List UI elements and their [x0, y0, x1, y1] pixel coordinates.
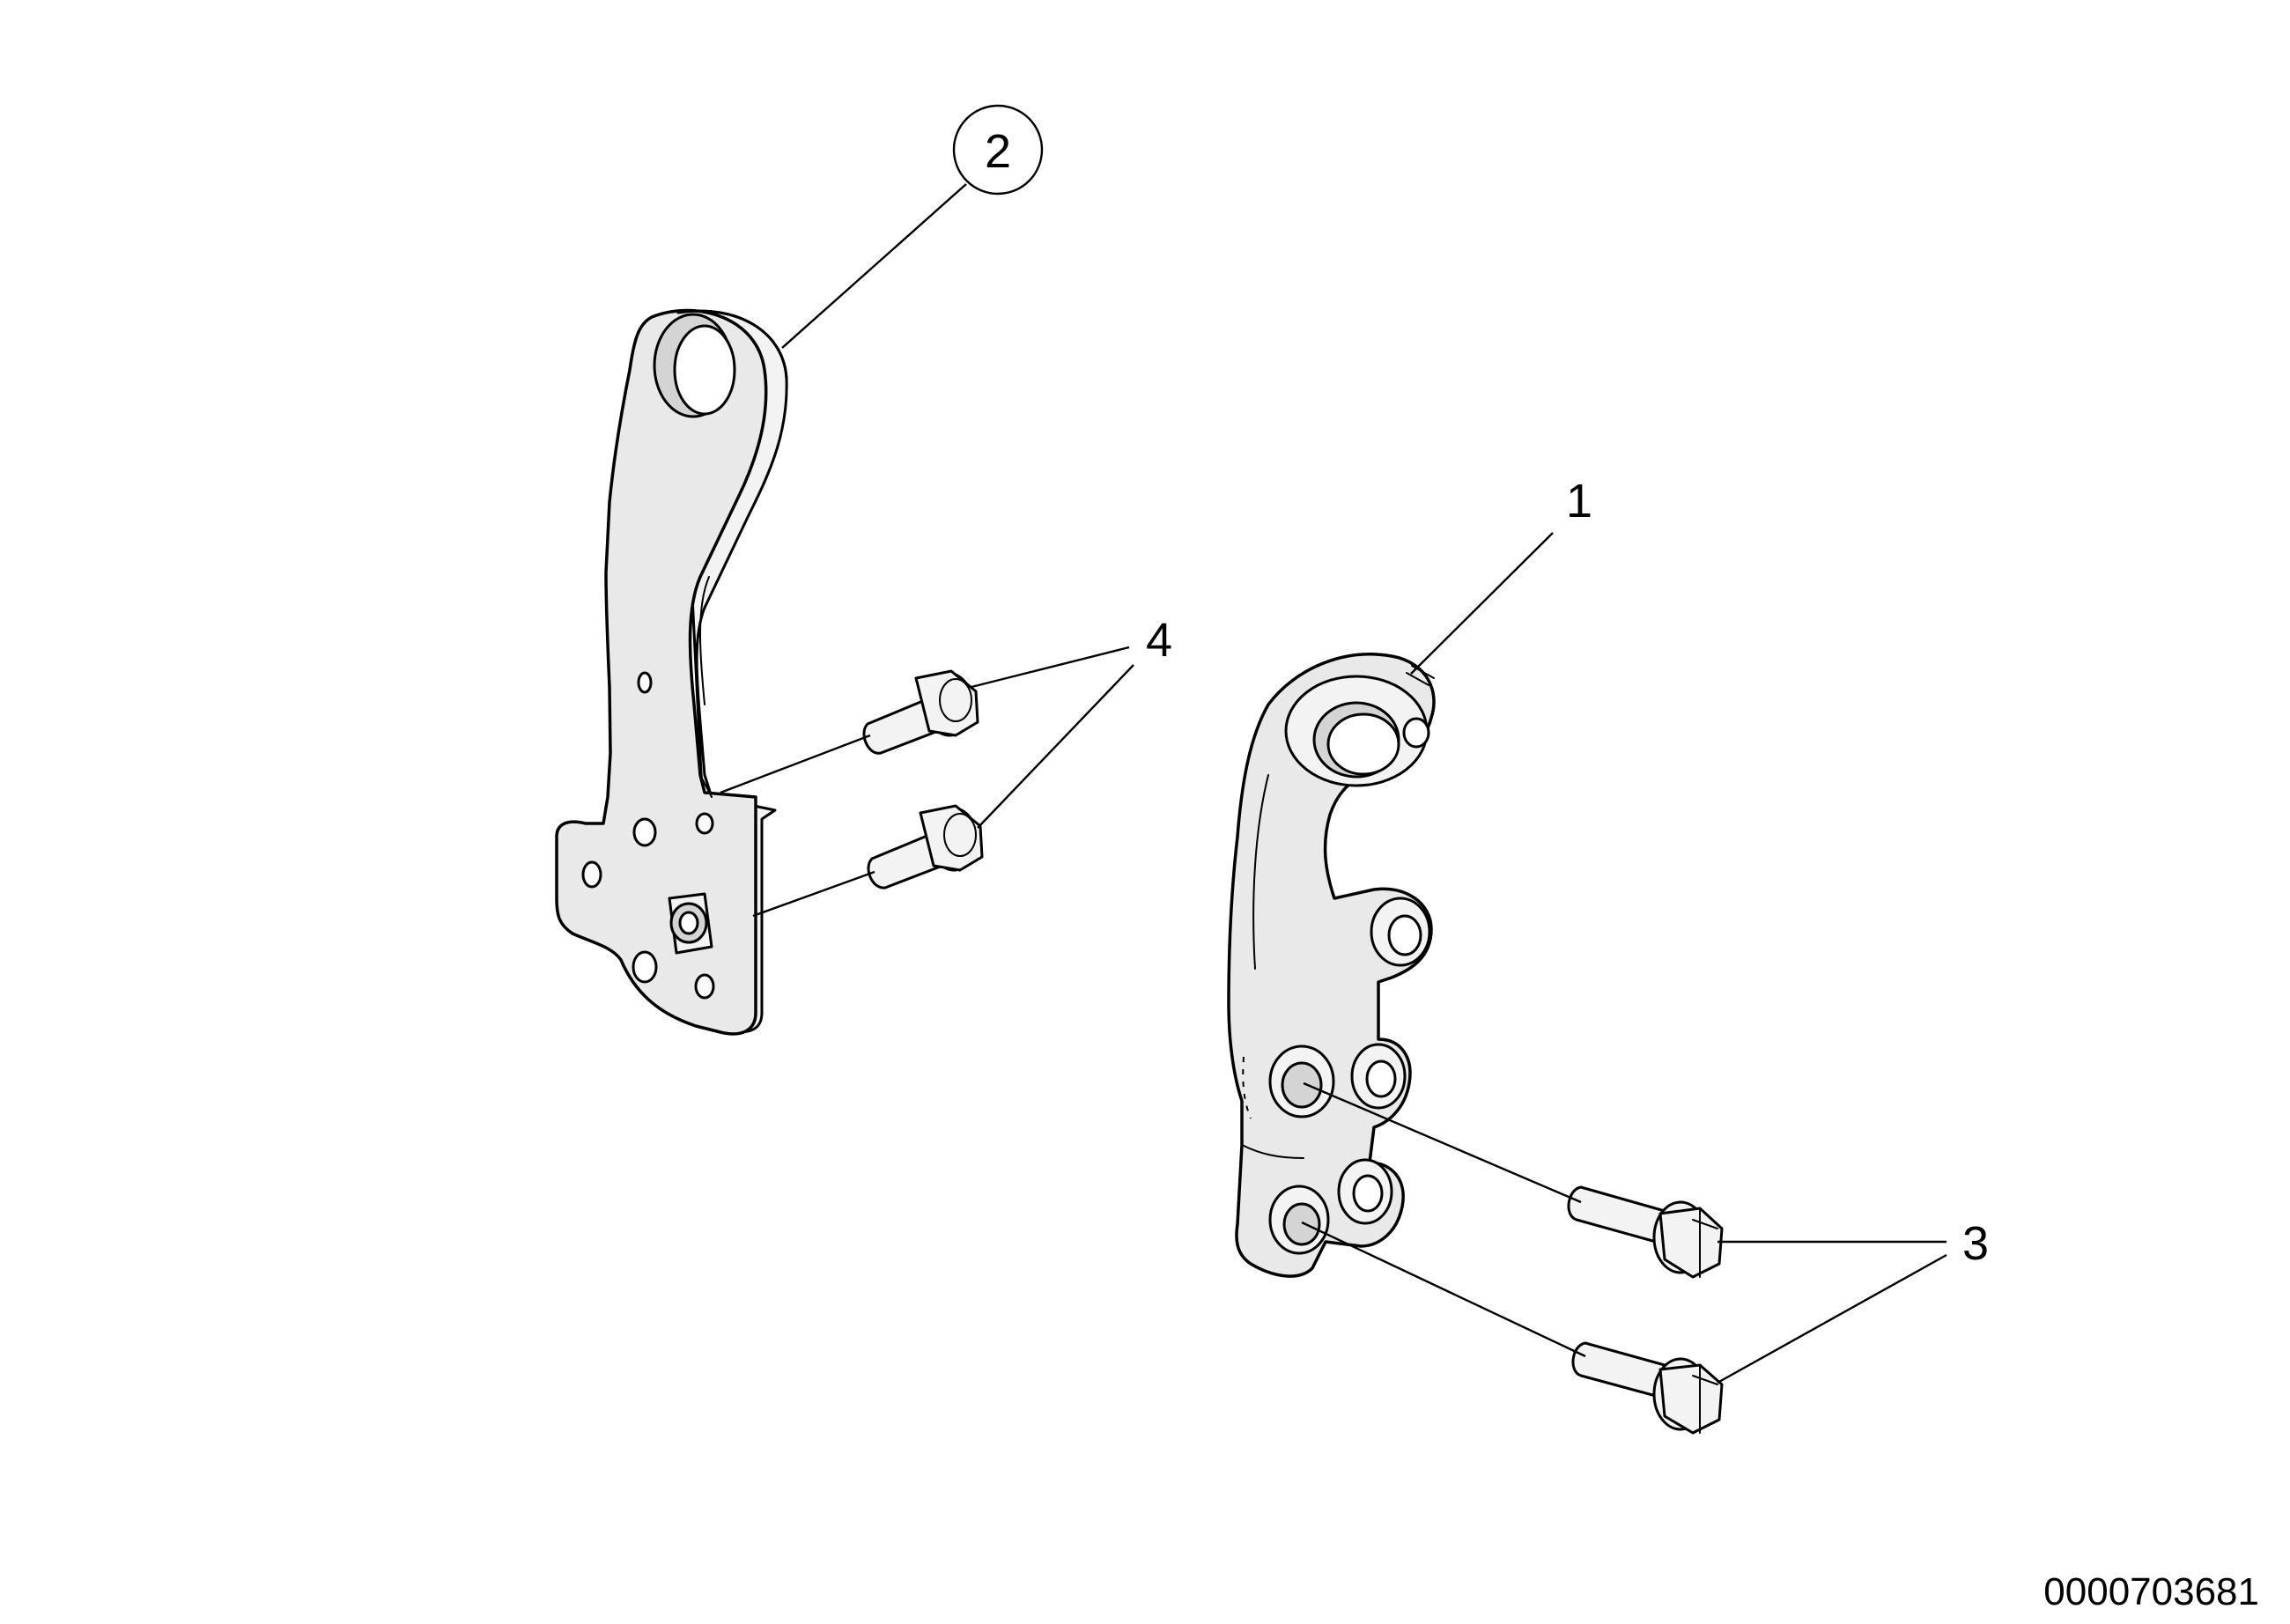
part-3-bolt-upper [1567, 1185, 1724, 1279]
part-3-bolt-lower [1571, 1341, 1724, 1435]
leader-line-4a [971, 646, 1130, 689]
leader-line-4b [977, 664, 1134, 829]
callout-4: 4 [1146, 614, 1172, 667]
callout-1: 1 [1566, 475, 1592, 528]
assembly-line-bolt3-lower [1301, 1221, 1586, 1358]
assembly-line-bolt4-lower [752, 870, 875, 918]
part-4-bolt-lower [867, 804, 984, 890]
diagram-reference-number: 0000703681 [2043, 1570, 2259, 1613]
part-2-mounting-arm [555, 308, 788, 1036]
part-4-bolt-upper [862, 669, 979, 755]
callout-2: 2 [952, 104, 1044, 196]
leader-line-2 [781, 183, 967, 349]
assembly-line-bolt4-upper [720, 734, 871, 794]
svg-text:2: 2 [985, 125, 1011, 178]
callout-3: 3 [1962, 1217, 1989, 1270]
part-1-cast-bracket [1227, 653, 1436, 1278]
leader-line-3b [1717, 1253, 1947, 1384]
assembly-line-bolt3-upper [1303, 1081, 1582, 1204]
leader-line-1 [1410, 532, 1554, 675]
